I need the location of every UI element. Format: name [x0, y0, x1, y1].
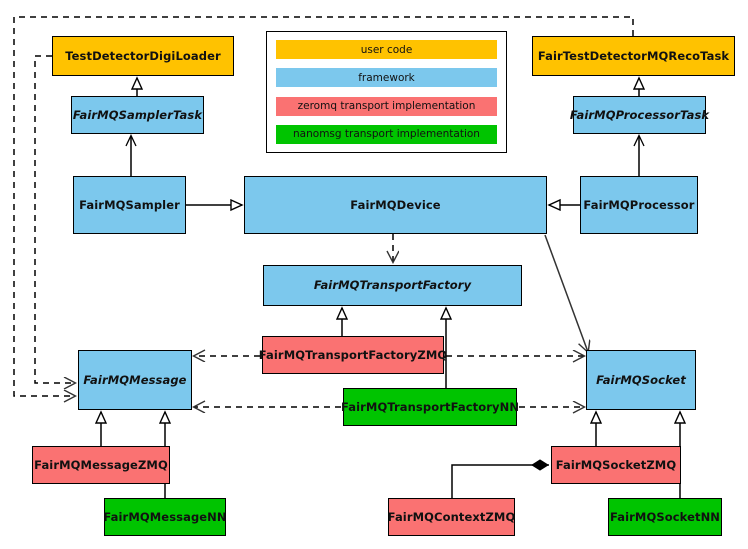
class-box-fairmqsocket[interactable]: FairMQSocket	[586, 350, 696, 410]
class-label: TestDetectorDigiLoader	[65, 48, 221, 63]
class-box-testdetectordigiloader[interactable]: TestDetectorDigiLoader	[52, 36, 234, 76]
class-label: FairMQTransportFactory	[313, 278, 472, 293]
class-box-fairmqmessagezmq[interactable]: FairMQMessageZMQ	[32, 446, 170, 484]
legend: user code framework zeromq transport imp…	[266, 31, 507, 153]
class-box-fairtestdetectormqrecotask[interactable]: FairTestDetectorMQRecoTask	[532, 36, 735, 76]
legend-label: user code	[360, 43, 413, 56]
class-box-fairmqprocessortask[interactable]: FairMQProcessorTask	[569, 96, 710, 134]
class-box-fairmqmessage[interactable]: FairMQMessage	[78, 350, 192, 410]
edge-device-to-socket	[544, 234, 588, 352]
class-box-fairmqsocketnn[interactable]: FairMQSocketNN	[608, 498, 722, 536]
class-label: FairMQProcessor	[583, 197, 695, 212]
class-label: FairMQMessage	[83, 372, 187, 387]
class-label: FairMQSamplerTask	[72, 107, 203, 122]
class-label: FairMQTransportFactoryZMQ	[258, 347, 448, 362]
class-label: FairMQProcessorTask	[569, 107, 710, 122]
edge-socketzmq-composition-contextzmq	[451, 459, 549, 498]
class-box-fairmqmessagenn[interactable]: FairMQMessageNN	[103, 498, 227, 536]
class-box-fairmqdevice[interactable]: FairMQDevice	[244, 176, 547, 234]
legend-label: nanomsg transport implementation	[293, 128, 480, 141]
class-box-fairmqsampler[interactable]: FairMQSampler	[73, 176, 186, 234]
class-box-fairmqprocessor[interactable]: FairMQProcessor	[580, 176, 698, 234]
class-label: FairMQContextZMQ	[387, 509, 516, 524]
class-label: FairMQSampler	[79, 197, 180, 212]
class-label: FairMQSocketZMQ	[555, 457, 677, 472]
class-box-fairmqtransportfactory[interactable]: FairMQTransportFactory	[263, 265, 522, 306]
legend-item-nanomsg: nanomsg transport implementation	[276, 124, 497, 144]
class-label: FairMQTransportFactoryNN	[340, 399, 520, 414]
class-box-fairmqtransportfactoryzmq[interactable]: FairMQTransportFactoryZMQ	[259, 336, 447, 374]
legend-item-user-code: user code	[276, 40, 497, 59]
edge-digiloader-to-message	[34, 55, 75, 383]
class-box-fairmqcontextzmq[interactable]: FairMQContextZMQ	[388, 498, 515, 536]
class-label: FairMQMessageZMQ	[34, 457, 168, 472]
edge-recotask-to-message	[13, 16, 634, 396]
class-label: FairMQSocketNN	[609, 509, 721, 524]
class-label: FairMQMessageNN	[103, 509, 227, 524]
class-label: FairMQSocket	[596, 372, 686, 387]
legend-label: zeromq transport implementation	[297, 100, 476, 113]
class-box-fairmqsamplertask[interactable]: FairMQSamplerTask	[71, 96, 204, 134]
legend-item-framework: framework	[276, 68, 497, 88]
legend-label: framework	[358, 71, 415, 84]
class-box-fairmqsocketzmq[interactable]: FairMQSocketZMQ	[551, 446, 681, 484]
class-label: FairTestDetectorMQRecoTask	[537, 48, 730, 63]
class-label: FairMQDevice	[350, 197, 441, 212]
legend-item-zeromq: zeromq transport implementation	[276, 96, 497, 116]
class-box-fairmqtransportfactorynn[interactable]: FairMQTransportFactoryNN	[340, 388, 520, 426]
